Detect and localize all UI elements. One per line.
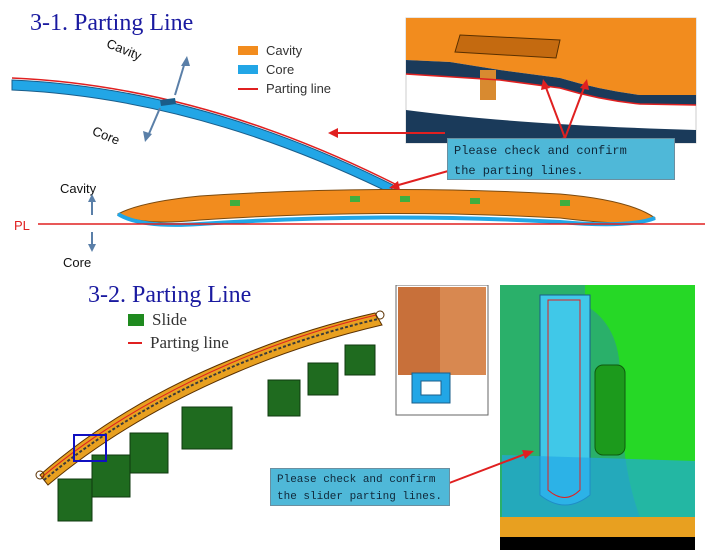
- cavity-direction-label: Cavity: [60, 181, 97, 196]
- pl-label: PL: [14, 218, 30, 233]
- slider-part: [35, 310, 385, 486]
- highlight-box: [73, 434, 107, 462]
- section2-drawing: [35, 285, 695, 550]
- section2-title: 3-2. Parting Line: [88, 282, 252, 308]
- legend-parting-line-2-label: Parting line: [150, 333, 229, 352]
- section1-drawing: [11, 17, 705, 252]
- parting-line-swatch: [238, 87, 258, 90]
- tilted-direction-arrows: [143, 56, 190, 142]
- legend-parting-line-label: Parting line: [266, 81, 332, 96]
- slide-swatch: [128, 314, 144, 326]
- callout-section1: Please check and confirm the parting lin…: [447, 138, 675, 180]
- small-detail-image: [395, 285, 489, 416]
- core-direction-label: Core: [63, 255, 92, 270]
- core-swatch: [238, 65, 258, 74]
- vertical-direction-arrows: [88, 194, 96, 252]
- legend-slide-label: Slide: [152, 310, 187, 329]
- callout-section2: Please check and confirm the slider part…: [270, 468, 450, 506]
- legend-cavity: Cavity: [238, 43, 302, 58]
- large-detail-image: [500, 285, 695, 550]
- section1-title: 3-1. Parting Line: [30, 10, 194, 36]
- legend-core: Core: [238, 62, 294, 77]
- callout-section1-line1: Please check and confirm: [454, 144, 627, 158]
- legend-cavity-label: Cavity: [266, 43, 303, 58]
- legend-parting-line-2: Parting line: [128, 333, 229, 353]
- legend-core-label: Core: [266, 62, 295, 77]
- callout-section2-line2: the slider parting lines.: [277, 491, 443, 503]
- legend-parting-line: Parting line: [238, 81, 331, 96]
- legend-slide: Slide: [128, 310, 187, 330]
- callout-arrows-2: [443, 450, 534, 486]
- zoom-detail-image: [405, 17, 697, 144]
- horizontal-part: [116, 188, 656, 227]
- callout-section1-line2: the parting lines.: [454, 164, 584, 178]
- slide-blocks: [57, 344, 376, 522]
- cavity-swatch: [238, 46, 258, 55]
- parting-line-swatch-2: [128, 342, 142, 344]
- callout-section2-line1: Please check and confirm: [277, 474, 436, 486]
